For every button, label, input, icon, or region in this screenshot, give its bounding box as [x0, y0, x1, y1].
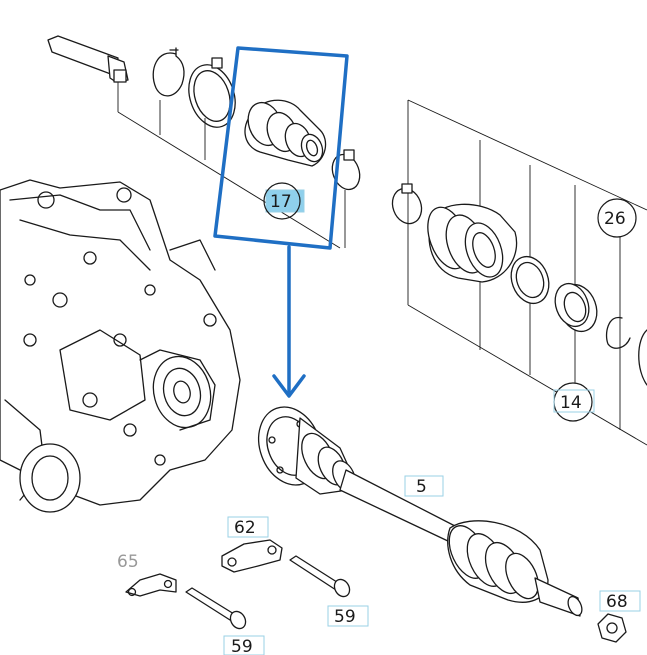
svg-text:5: 5 — [416, 477, 427, 497]
callout-26[interactable]: 26 — [597, 198, 637, 238]
highlight-annotation — [213, 46, 349, 398]
svg-text:14: 14 — [560, 393, 582, 413]
callout-59-right[interactable]: 59 — [327, 605, 369, 627]
boot-part-17 — [244, 99, 327, 167]
transaxle-housing — [0, 179, 241, 513]
nut-part-68 — [597, 613, 627, 643]
callout-5[interactable]: 5 — [404, 475, 444, 497]
callout-62[interactable]: 62 — [227, 516, 269, 538]
svg-text:17: 17 — [270, 192, 292, 212]
drive-shaft-part-5 — [258, 406, 583, 617]
svg-text:26: 26 — [604, 209, 626, 229]
svg-text:59: 59 — [334, 607, 356, 627]
callout-17[interactable]: 17 — [263, 182, 305, 220]
small-clamp-part — [331, 149, 361, 191]
callout-14[interactable]: 14 — [553, 382, 595, 422]
callout-68[interactable]: 68 — [599, 590, 641, 612]
circlip-part — [152, 47, 185, 97]
svg-text:65: 65 — [117, 552, 139, 572]
outer-boot-group — [391, 183, 647, 386]
plate-part-62 — [221, 539, 283, 573]
callout-65[interactable]: 65 — [117, 552, 139, 572]
arrow-down-icon — [272, 374, 306, 398]
callout-59-bottom[interactable]: 59 — [223, 635, 265, 655]
grease-tube-part — [47, 35, 129, 83]
svg-text:62: 62 — [234, 518, 256, 538]
svg-text:59: 59 — [231, 637, 253, 655]
svg-text:68: 68 — [606, 592, 628, 612]
plate-part-65 — [125, 573, 177, 597]
bolt-part-59-a — [289, 555, 351, 598]
bolt-part-59-b — [185, 587, 247, 630]
